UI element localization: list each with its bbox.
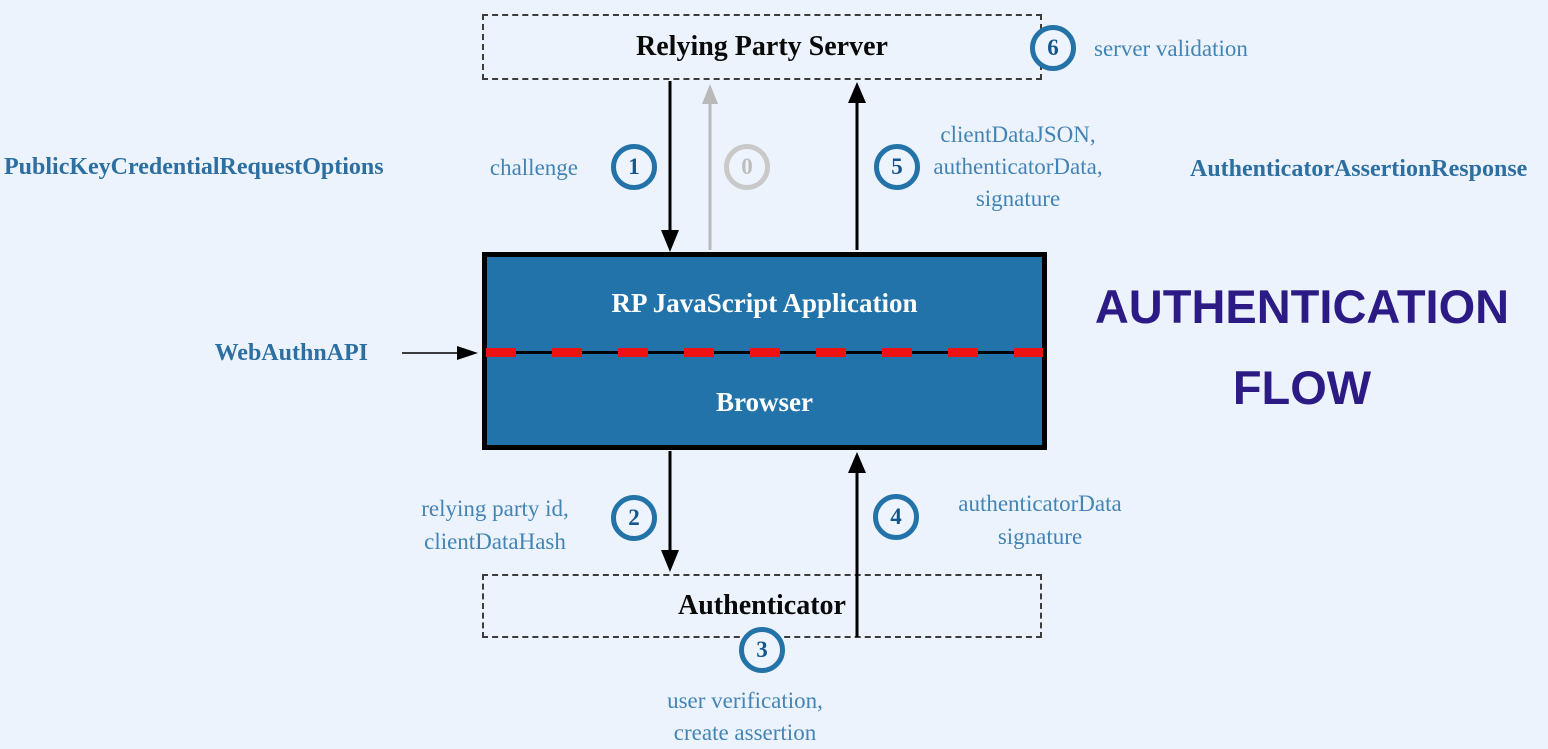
step-circle-1: 1 xyxy=(611,144,657,190)
relying-party-server-node: Relying Party Server xyxy=(482,14,1042,80)
webauthn-api-boundary xyxy=(486,348,1043,357)
page-title-line1: AUTHENTICATION xyxy=(1094,280,1510,333)
browser-label: Browser xyxy=(716,387,813,417)
page-title: AUTHENTICATION FLOW xyxy=(1056,266,1548,428)
step3-line2: create assertion xyxy=(673,720,817,745)
divider-red-dashes xyxy=(486,348,1043,357)
step4-line1: authenticatorData xyxy=(958,491,1122,516)
step5-data-label: clientDataJSON, authenticatorData, signa… xyxy=(930,119,1106,215)
step-circle-4: 4 xyxy=(873,494,919,540)
authenticator-label: Authenticator xyxy=(678,590,846,621)
step5-line1: clientDataJSON, xyxy=(940,122,1096,147)
arrow-step1-down xyxy=(661,81,679,252)
challenge-label: challenge xyxy=(489,155,578,180)
server-validation-label: server validation xyxy=(1094,36,1248,61)
arrow-step5-up xyxy=(848,82,866,250)
step-circle-2: 2 xyxy=(611,495,657,541)
webauthn-api-label: WebAuthnAPI xyxy=(214,340,368,366)
step5-line3: signature xyxy=(975,186,1061,211)
authenticator-assertion-response-label: AuthenticatorAssertionResponse xyxy=(1190,156,1528,182)
step3-data-label: user verification, create assertion xyxy=(645,685,845,749)
step-circle-0: 0 xyxy=(724,144,770,190)
step2-line1: relying party id, xyxy=(421,496,569,521)
page-title-line2: FLOW xyxy=(1232,361,1372,414)
step2-data-label: relying party id, clientDataHash xyxy=(400,492,590,558)
arrow-webauthn-api xyxy=(402,346,478,360)
step3-line1: user verification, xyxy=(667,688,823,713)
step2-line2: clientDataHash xyxy=(424,529,566,554)
step-circle-3: 3 xyxy=(739,627,785,673)
rp-js-application-label: RP JavaScript Application xyxy=(611,288,918,318)
step5-line2: authenticatorData, xyxy=(933,154,1103,179)
browser-node: RP JavaScript Application Browser xyxy=(482,252,1047,450)
arrow-step0-up-gray xyxy=(702,84,718,250)
relying-party-server-label: Relying Party Server xyxy=(636,31,888,62)
step4-data-label: authenticatorData signature xyxy=(945,487,1135,553)
step4-line2: signature xyxy=(997,524,1083,549)
arrow-step2-down xyxy=(661,451,679,572)
step-circle-5: 5 xyxy=(874,144,920,190)
public-key-credential-request-options-label: PublicKeyCredentialRequestOptions xyxy=(4,154,384,180)
step-circle-6: 6 xyxy=(1030,25,1076,71)
